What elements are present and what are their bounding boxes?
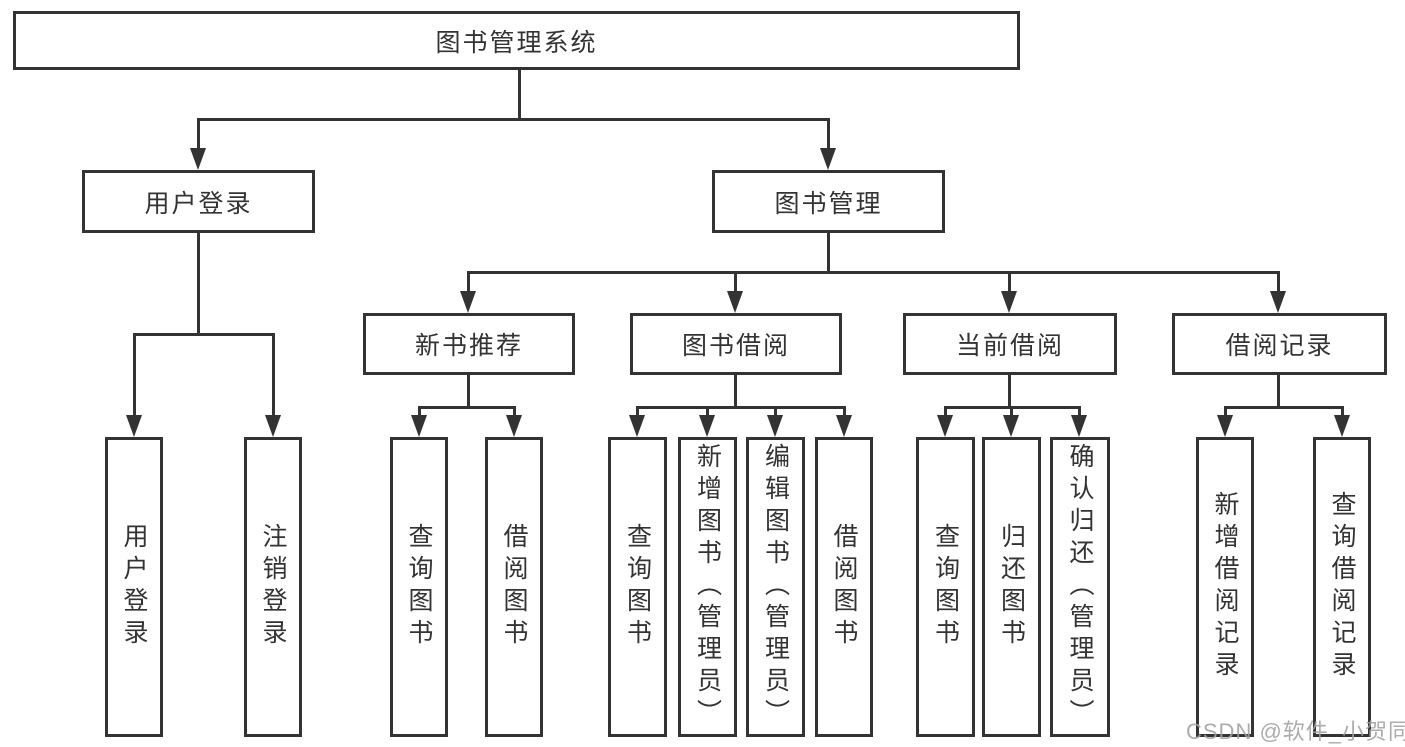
connector-line: [944, 406, 947, 415]
connector-line: [1277, 271, 1280, 291]
connector-line: [197, 118, 830, 121]
connector-line: [133, 333, 275, 336]
node-borrowing-records: 借阅记录: [1172, 313, 1387, 375]
arrow-down-icon: [265, 415, 281, 437]
arrow-down-icon: [460, 291, 476, 313]
arrow-down-icon: [767, 415, 783, 437]
arrow-down-icon: [1003, 415, 1019, 437]
node-new-book-recommend: 新书推荐: [363, 313, 575, 375]
connector-line: [197, 233, 200, 333]
arrow-down-icon: [699, 415, 715, 437]
leaf-add-borrow-record: 新增借阅记录: [1196, 437, 1254, 737]
arrow-down-icon: [629, 415, 645, 437]
connector-line: [843, 406, 846, 415]
leaf-query-books-borrow: 查询图书: [608, 437, 667, 737]
node-library-system: 图书管理系统: [13, 11, 1020, 70]
leaf-query-books-recommend: 查询图书: [390, 437, 448, 737]
connector-line: [418, 406, 516, 409]
arrow-down-icon: [1270, 291, 1286, 313]
connector-line: [1224, 406, 1227, 415]
arrow-down-icon: [506, 415, 522, 437]
node-current-borrowing: 当前借阅: [903, 313, 1117, 375]
leaf-add-books-admin: 新增图书（管理员）: [678, 437, 737, 737]
leaf-query-books-current: 查询图书: [916, 437, 975, 737]
connector-line: [418, 406, 421, 415]
leaf-return-books: 归还图书: [982, 437, 1041, 737]
connector-line: [1010, 406, 1013, 415]
arrow-down-icon: [126, 415, 142, 437]
connector-line: [133, 333, 136, 415]
arrow-down-icon: [190, 148, 206, 170]
leaf-query-borrow-record: 查询借阅记录: [1313, 437, 1371, 737]
connector-line: [518, 70, 521, 118]
arrow-down-icon: [937, 415, 953, 437]
connector-line: [636, 406, 846, 409]
leaf-user-login: 用户登录: [105, 437, 163, 737]
node-user-login: 用户登录: [82, 170, 315, 233]
connector-line: [1008, 375, 1011, 406]
connector-line: [197, 118, 200, 148]
connector-line: [1224, 406, 1344, 409]
connector-line: [827, 233, 830, 271]
connector-line: [827, 118, 830, 148]
connector-line: [1277, 375, 1280, 406]
connector-line: [467, 271, 1280, 274]
connector-line: [706, 406, 709, 415]
arrow-down-icon: [836, 415, 852, 437]
arrow-down-icon: [820, 148, 836, 170]
connector-line: [1078, 406, 1081, 415]
leaf-logout: 注销登录: [244, 437, 302, 737]
connector-line: [272, 333, 275, 415]
leaf-borrow-books: 借阅图书: [815, 437, 873, 737]
arrow-down-icon: [1217, 415, 1233, 437]
connector-line: [467, 271, 470, 291]
connector-line: [513, 406, 516, 415]
node-book-borrowing: 图书借阅: [630, 313, 842, 375]
leaf-edit-books-admin: 编辑图书（管理员）: [746, 437, 805, 737]
connector-line: [734, 375, 737, 406]
node-book-management: 图书管理: [712, 170, 945, 233]
arrow-down-icon: [411, 415, 427, 437]
connector-line: [636, 406, 639, 415]
leaf-borrow-books-recommend: 借阅图书: [485, 437, 543, 737]
watermark: CSDN @软件_小贺同学: [1186, 719, 1405, 744]
arrow-down-icon: [1071, 415, 1087, 437]
arrow-down-icon: [1334, 415, 1350, 437]
connector-line: [467, 375, 470, 406]
connector-line: [1341, 406, 1344, 415]
connector-line: [774, 406, 777, 415]
connector-line: [1008, 271, 1011, 291]
connector-line: [734, 271, 737, 291]
leaf-confirm-return-admin: 确认归还（管理员）: [1050, 437, 1110, 737]
arrow-down-icon: [727, 291, 743, 313]
arrow-down-icon: [1001, 291, 1017, 313]
